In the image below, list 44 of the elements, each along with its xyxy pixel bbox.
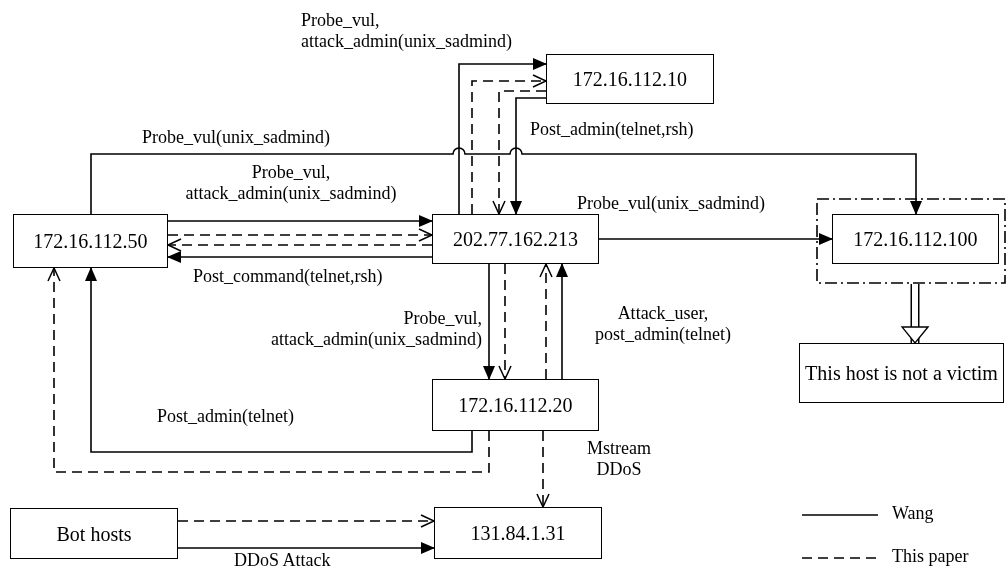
arrow (47, 267, 490, 473)
host-box (432, 379, 599, 431)
arrow (90, 147, 922, 215)
host-box (832, 214, 999, 264)
arrow (167, 238, 433, 252)
host-label: 131.84.1.31 (470, 521, 566, 545)
arrow (177, 542, 435, 554)
arrow (167, 251, 433, 263)
host-label: Bot hosts (56, 521, 132, 546)
edge-label: Post_admin(telnet) (156, 406, 295, 427)
host-label: 172.16.112.10 (572, 67, 688, 91)
host-label: 172.16.112.100 (853, 227, 978, 251)
arrow (539, 263, 553, 380)
arrow (510, 97, 547, 215)
legend-label: This paper (892, 546, 969, 567)
arrow (536, 430, 550, 508)
arrow (471, 74, 547, 215)
legend-label: Wang (892, 503, 934, 524)
edge-label: Probe_vul(unix_sadmind) (576, 193, 766, 214)
host-box (13, 214, 168, 268)
arrow (167, 228, 433, 242)
arrow (498, 263, 512, 380)
host-label: 202.77.162.213 (453, 227, 578, 251)
arrow (177, 514, 435, 528)
arrow (458, 58, 547, 215)
arrow (167, 215, 433, 227)
host-label: 172.16.112.20 (458, 393, 573, 417)
host-box (546, 54, 714, 104)
dash-dot-boundary (816, 198, 1006, 284)
host-label: This host is not a victim (805, 361, 998, 385)
edge-label: Post_admin(telnet,rsh) (529, 119, 695, 140)
host-box (10, 508, 178, 559)
arrow (598, 233, 833, 245)
host-box (432, 214, 599, 264)
edge-label: Post_command(telnet,rsh) (192, 266, 384, 287)
arrow (85, 267, 473, 453)
edge-label: Probe_vul(unix_sadmind) (141, 127, 331, 148)
host-label: 172.16.112.50 (33, 229, 148, 253)
arrow (483, 263, 495, 380)
hollow-arrow (901, 284, 929, 344)
host-box (434, 507, 602, 559)
arrow (492, 90, 547, 215)
arrow (556, 263, 568, 380)
host-box (799, 343, 1004, 403)
